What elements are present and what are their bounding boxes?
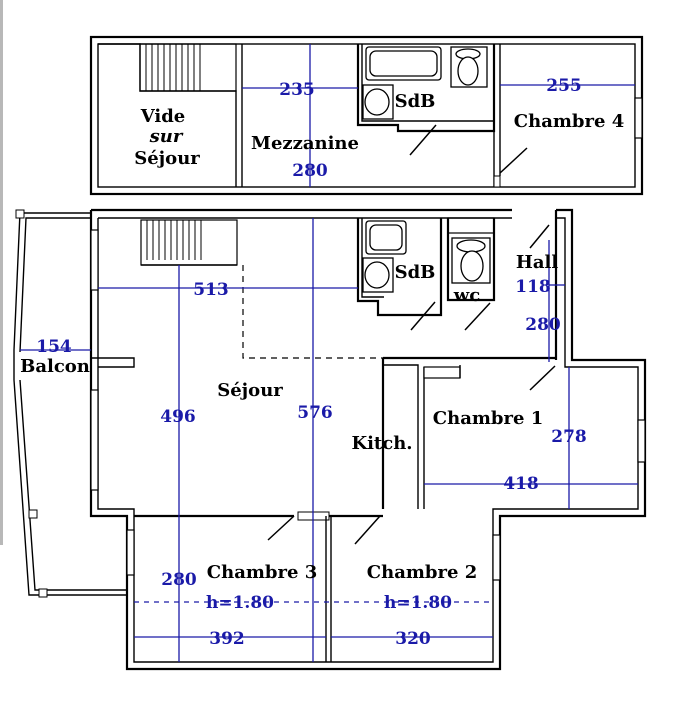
wc-walls <box>446 218 496 302</box>
sdb-upper-label: SdB <box>395 91 436 112</box>
hall-label: Hall <box>516 252 559 273</box>
chambre3-label: Chambre 3 <box>207 562 317 583</box>
dim-576: 576 <box>297 403 333 423</box>
dim-280-hall: 280 <box>525 315 561 335</box>
lower-sdb-walls <box>356 218 443 317</box>
balcony-door-1 <box>90 229 99 291</box>
kitchen-label: Kitch. <box>351 433 412 454</box>
sink-toilet-upper <box>450 46 488 88</box>
vide-label-3: Séjour <box>134 148 200 169</box>
chambre2-door <box>354 515 381 545</box>
dim-118: 118 <box>515 277 551 297</box>
dim-392: 392 <box>209 629 245 649</box>
dim-154: 154 <box>36 337 72 357</box>
chambre2-window <box>492 534 501 581</box>
dim-280-ch3: 280 <box>161 570 197 590</box>
balcony-door-2 <box>90 389 99 491</box>
sejour-label: Séjour <box>217 380 283 401</box>
upper-staircase <box>139 43 237 92</box>
chambre3-window <box>126 529 135 576</box>
chambre4-window <box>634 97 643 139</box>
toilet-lower <box>451 237 491 284</box>
dim-278: 278 <box>551 427 587 447</box>
sdb-door-lower <box>410 301 436 331</box>
sink-lower <box>362 257 394 293</box>
wall-stub <box>91 357 135 368</box>
chambre4-label: Chambre 4 <box>514 111 624 132</box>
sdb-door-upper <box>409 124 437 156</box>
lower-staircase <box>140 219 238 266</box>
chambre1-door <box>529 365 556 391</box>
lower-outer-wall <box>89 208 647 671</box>
mezzanine-label: Mezzanine <box>251 133 359 154</box>
vide-label-1: Vide <box>140 106 186 127</box>
upper-sdb-inner <box>361 44 494 122</box>
wc-label: wc <box>453 285 480 306</box>
lower-floor <box>13 208 647 671</box>
height-ch3: h=1.80 <box>206 593 274 613</box>
hall-door <box>529 224 550 249</box>
sink-upper <box>362 84 394 120</box>
upper-floor <box>89 35 644 196</box>
lower-inner-wall <box>97 217 639 663</box>
balcony-inner-2 <box>19 379 127 591</box>
chambre3-door <box>267 515 295 541</box>
vide-label-2: sur <box>149 126 184 147</box>
dim-418: 418 <box>503 474 539 494</box>
dim-496: 496 <box>160 407 196 427</box>
chambre1-label: Chambre 1 <box>433 408 543 429</box>
chambre2-label: Chambre 2 <box>367 562 477 583</box>
height-ch2: h=1.80 <box>384 593 452 613</box>
bathtub-upper <box>365 46 442 81</box>
sdb-lower-label: SdB <box>395 262 436 283</box>
wc-door <box>464 302 491 331</box>
kitchen-wall <box>383 364 419 509</box>
dim-235: 235 <box>279 80 315 100</box>
chambre1-window <box>637 419 646 463</box>
mezzanine-dashed-outline <box>242 265 383 359</box>
left-edge-strip <box>0 0 3 545</box>
balcony-inner <box>19 217 91 353</box>
bathtub-lower <box>365 220 407 255</box>
dim-320: 320 <box>395 629 431 649</box>
dim-280-upper: 280 <box>292 161 328 181</box>
dim-513: 513 <box>193 280 229 300</box>
dim-255: 255 <box>546 76 582 96</box>
balcon-label: Balcon <box>20 356 90 377</box>
chambre4-door <box>499 147 528 174</box>
